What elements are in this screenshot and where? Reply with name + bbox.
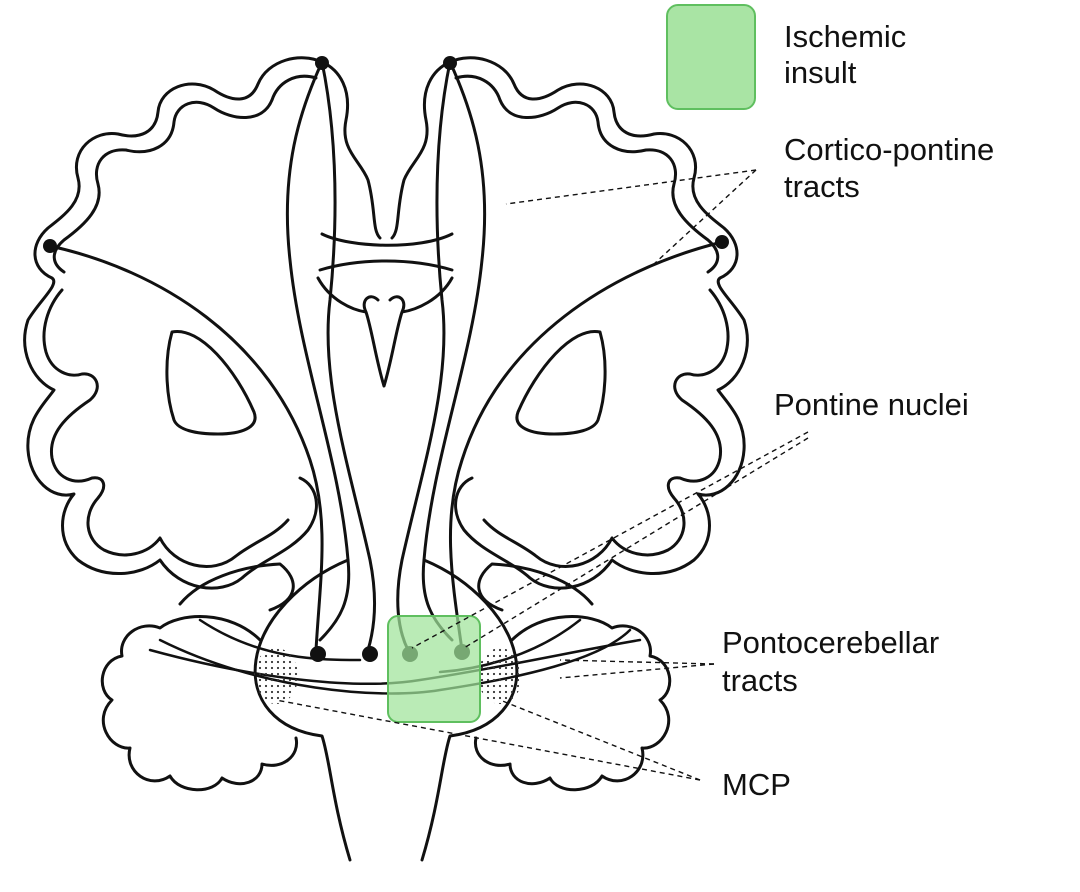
right-ventricle	[515, 330, 607, 436]
leader-cortico-pontine-b	[653, 169, 757, 265]
leader-cortico-pontine-a	[505, 169, 757, 205]
medial-right-wall	[390, 60, 452, 240]
corpus-callosum	[318, 232, 454, 272]
label-pontocerebellar-line1: Pontocerebellar	[722, 625, 940, 660]
cerebellum-left-folia	[178, 562, 295, 612]
cerebellum-right-folia	[477, 562, 594, 612]
pontine-nucleus-dot	[310, 646, 326, 662]
right-cortex-inner	[454, 74, 730, 568]
internal-capsule-left	[285, 60, 351, 642]
mcp-left-stipple	[254, 648, 298, 704]
internal-capsule-right	[421, 60, 487, 642]
mcp-right-stipple	[478, 648, 522, 704]
lateral-fiber-left	[48, 244, 324, 652]
third-ventricle	[316, 276, 454, 388]
left-cortex-outline	[23, 56, 324, 590]
label-mcp: MCP	[722, 767, 791, 802]
neuron-dot	[43, 239, 57, 253]
leader-mcp-a	[275, 699, 701, 781]
left-ventricle	[165, 330, 257, 436]
neuron-dot	[315, 56, 329, 70]
cerebellum-left	[100, 615, 299, 792]
lateral-fiber-right	[448, 240, 724, 652]
legend-label-line1: Ischemic	[784, 19, 907, 54]
label-cortico-pontine-line2: tracts	[784, 169, 860, 204]
label-pontocerebellar-line2: tracts	[722, 663, 798, 698]
right-cortex-outline	[448, 56, 749, 590]
inner-tract-left	[320, 60, 376, 652]
neuron-dot	[715, 235, 729, 249]
leader-pontine-nuclei-b	[463, 437, 809, 649]
neuron-dot	[443, 56, 457, 70]
ischemic-insult-region	[387, 615, 481, 723]
inner-tract-right	[396, 60, 452, 652]
left-cortex-inner	[42, 74, 318, 568]
leader-pontine-nuclei-a	[411, 431, 809, 649]
pontine-nucleus-dot	[362, 646, 378, 662]
label-cortico-pontine-line1: Cortico-pontine	[784, 132, 995, 167]
leader-pontocerebellar-a	[559, 659, 715, 665]
cerebellum-right	[473, 615, 672, 792]
label-pontine-nuclei: Pontine nuclei	[774, 387, 969, 422]
medial-left-wall	[320, 60, 382, 240]
legend-swatch	[666, 4, 756, 110]
legend-label-line2: insult	[784, 55, 857, 90]
leader-pontocerebellar-b	[559, 663, 715, 679]
leader-mcp-b	[499, 699, 701, 781]
